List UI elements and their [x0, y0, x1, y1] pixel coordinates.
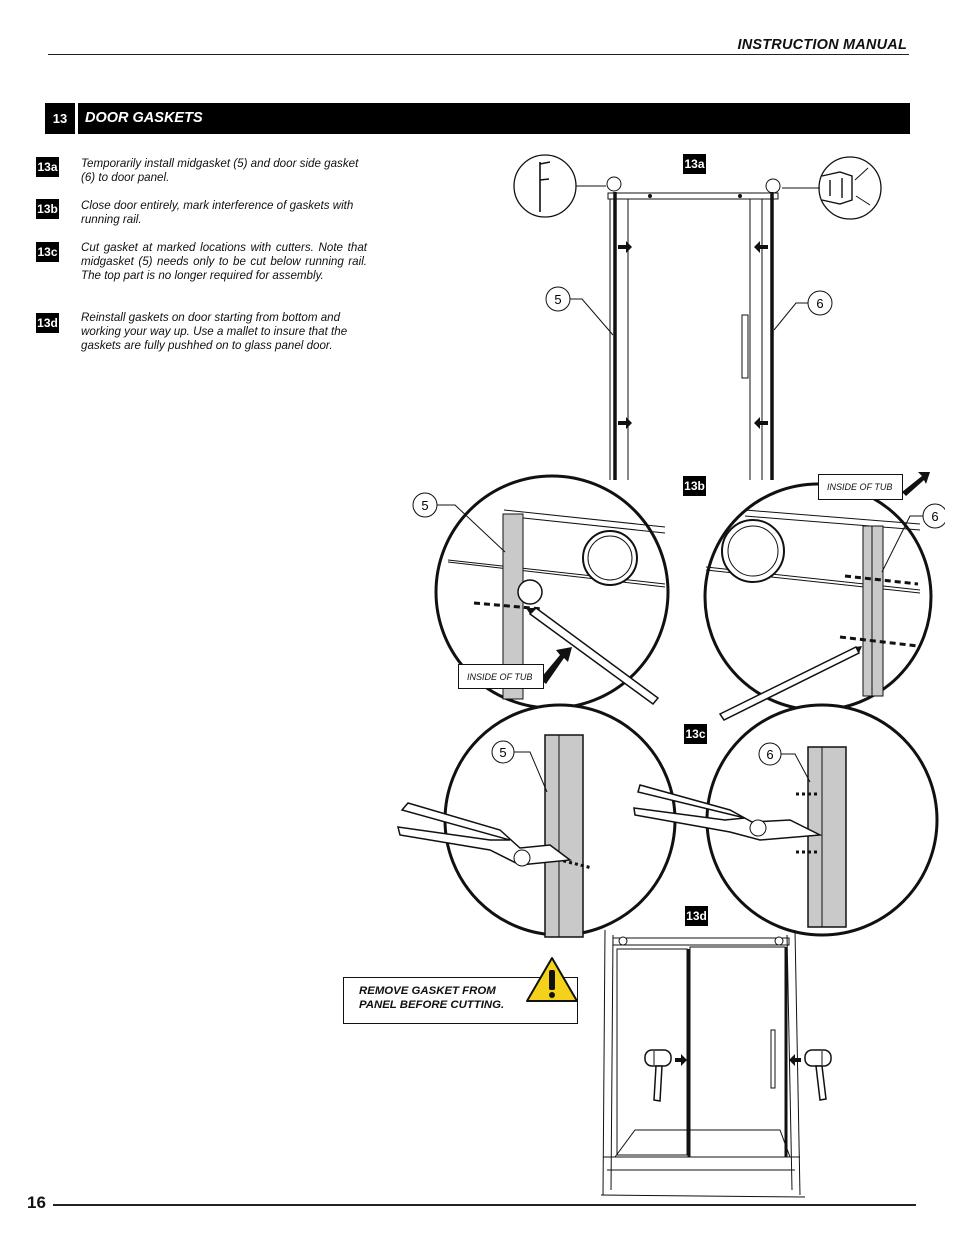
midgasket-13b [502, 513, 524, 700]
figure-label-13d: 13d [685, 906, 708, 926]
fixed-panel [616, 948, 688, 1156]
manual-title: INSTRUCTION MANUAL [737, 37, 907, 53]
warning-triangle-icon [526, 957, 578, 1002]
callout-5-13c: 5 [499, 745, 506, 760]
figure-13c-cut-gaskets: 5 6 [397, 703, 939, 938]
page-number: 16 [27, 1193, 46, 1212]
step-text-13d: Reinstall gaskets on door starting from … [81, 311, 348, 352]
callout-5: 5 [554, 292, 561, 307]
arrow-left-top [754, 241, 768, 253]
arrow-left-13d [789, 1054, 801, 1066]
step-tag-13c: 13c [36, 242, 59, 262]
inside-of-tub-callout-right: INSIDE OF TUB [818, 474, 903, 500]
header-rule [48, 54, 909, 55]
section-title: DOOR GASKETS [85, 110, 203, 126]
figure-label-13c: 13c [684, 724, 707, 744]
figure-13d-reinstall-gaskets [600, 929, 806, 1198]
figure-label-13a: 13a [683, 154, 706, 174]
cutter-pliers-left [397, 802, 572, 866]
section-header: 13 DOOR GASKETS [45, 103, 910, 134]
callout-6: 6 [816, 296, 823, 311]
callout-5-13b: 5 [421, 498, 428, 513]
warning-line-1: REMOVE GASKET FROM [359, 985, 496, 997]
arrow-left-bottom [754, 417, 768, 429]
step-tag-13d: 13d [36, 313, 59, 333]
warning-text: REMOVE GASKET FROM PANEL BEFORE CUTTING. [359, 984, 504, 1012]
section-separator [75, 103, 78, 134]
mallet-right-icon [804, 1049, 832, 1101]
figure-label-13b: 13b [683, 476, 706, 496]
mark-line-right-top [844, 574, 919, 586]
midgasket-13c [544, 734, 584, 938]
step-text-13c: Cut gasket at marked locations with cutt… [81, 241, 367, 282]
tub [603, 1129, 800, 1171]
mark-line-left [473, 601, 544, 611]
tub-arrow-right [902, 472, 930, 496]
step-text-13b: Close door entirely, mark interference o… [81, 199, 354, 226]
arrow-right-bottom [618, 417, 632, 429]
warning-line-2: PANEL BEFORE CUTTING. [359, 999, 505, 1011]
detail-circle-midgasket [513, 154, 577, 218]
side-gasket-profile [821, 171, 853, 205]
callout-6-13c: 6 [766, 747, 773, 762]
mallet-left-icon [644, 1049, 672, 1102]
door-handle [741, 314, 749, 379]
figure-13a-door-gaskets: 5 6 [513, 154, 882, 480]
detail-circle-side-gasket [818, 156, 882, 220]
side-gasket-13b [862, 525, 884, 697]
arrow-right-top [618, 241, 632, 253]
section-number: 13 [52, 111, 68, 126]
detail-circle-13b-right [703, 482, 933, 712]
mark-line-right-bottom [839, 635, 919, 648]
step-tag-13a: 13a [36, 157, 59, 177]
callout-6-13b: 6 [931, 509, 938, 524]
midgasket-profile [539, 161, 551, 212]
step-tag-13b: 13b [36, 199, 59, 219]
arrow-right-13d [675, 1054, 687, 1066]
step-text-13a: Temporarily install midgasket (5) and do… [81, 157, 359, 184]
side-gasket-13c [807, 746, 847, 928]
rail-knob-small [517, 579, 543, 605]
inside-of-tub-callout-left: INSIDE OF TUB [458, 664, 544, 689]
footer-rule [53, 1204, 916, 1206]
tub-arrow-left [540, 647, 572, 684]
figure-13b-mark-gaskets: 5 6 [412, 472, 945, 721]
